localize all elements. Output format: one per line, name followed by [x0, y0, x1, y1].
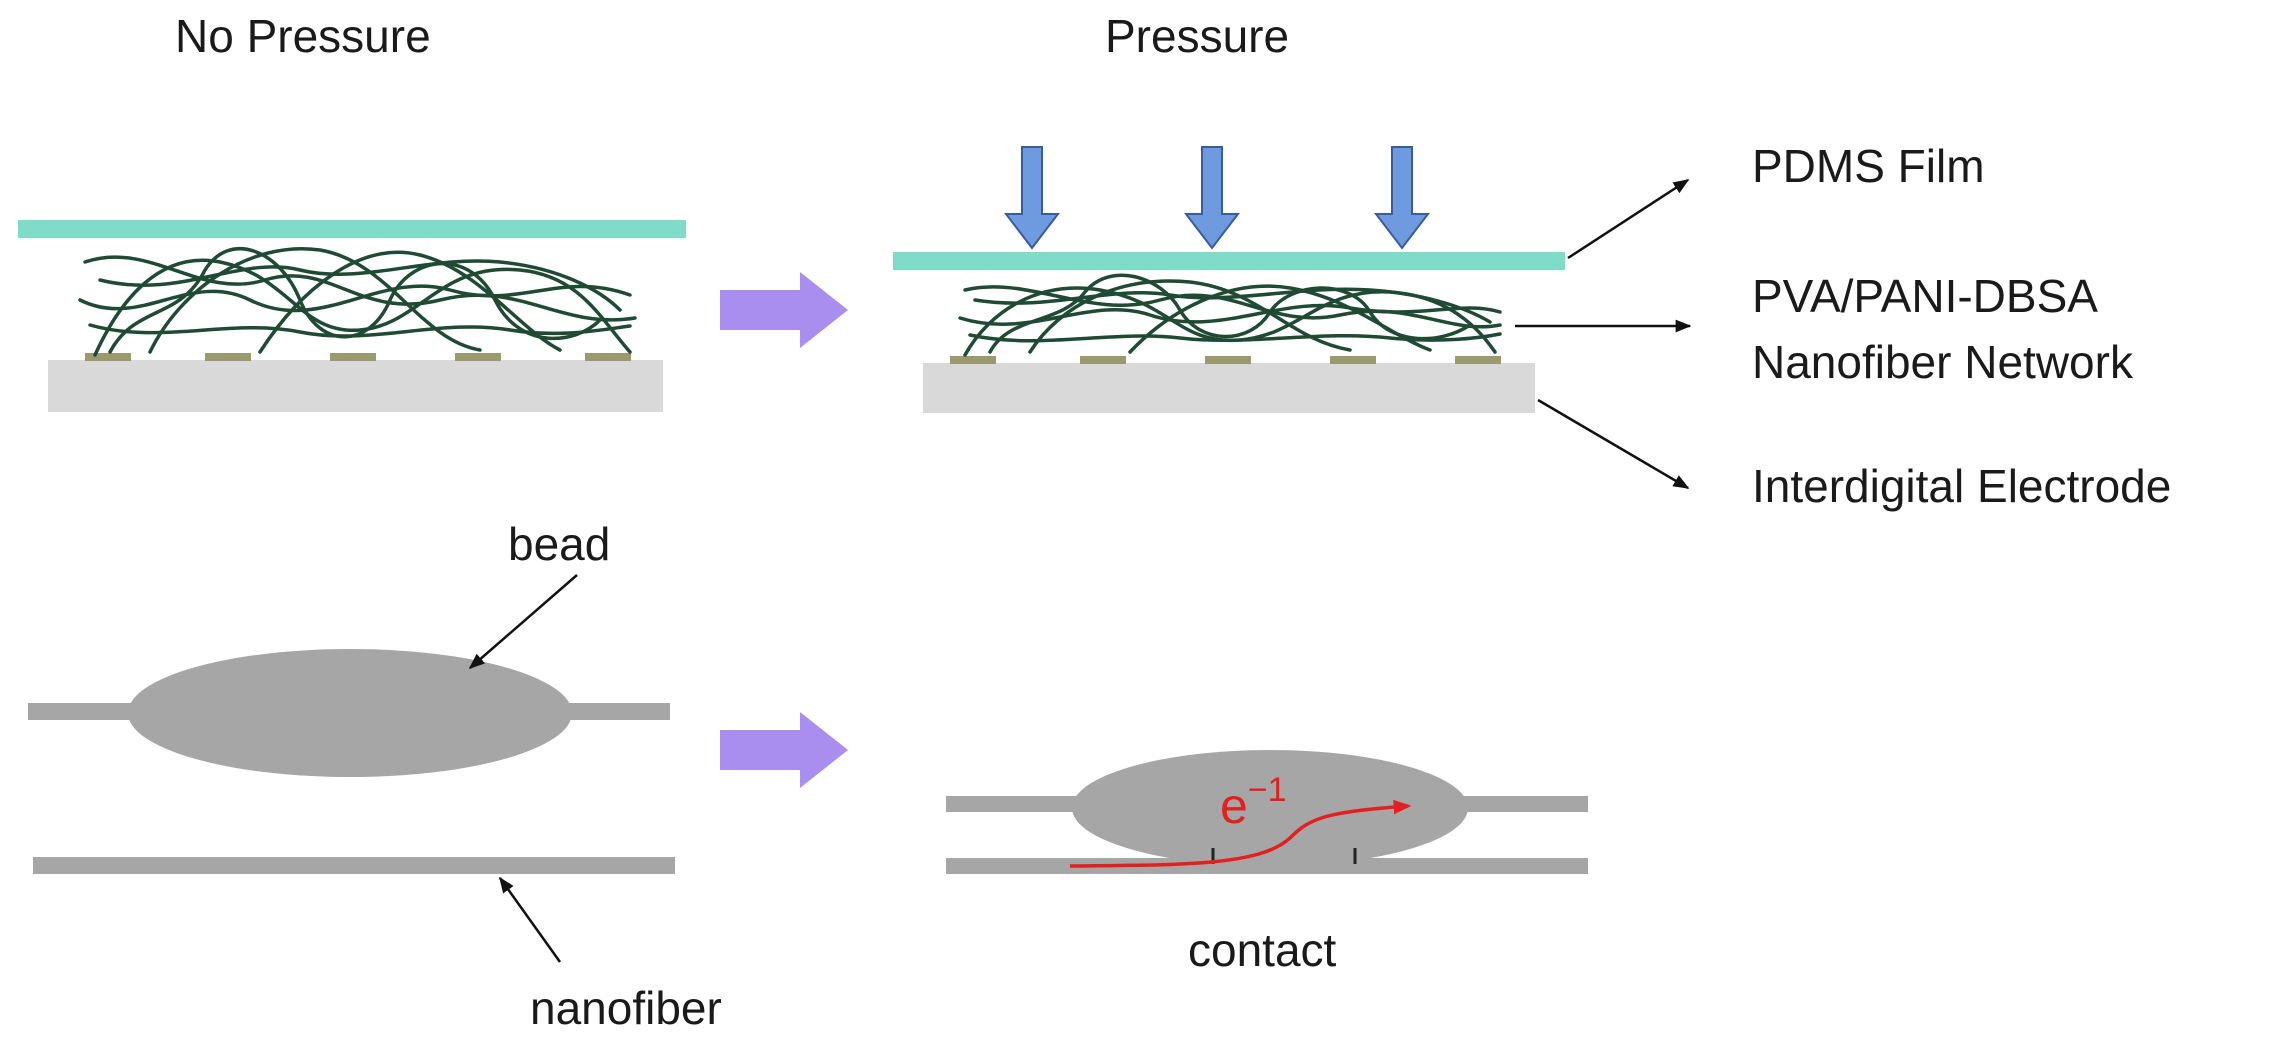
bead-left [128, 649, 572, 777]
label-electrode: Interdigital Electrode [1752, 460, 2171, 512]
electron-symbol: e [1220, 778, 1248, 834]
electrode-pads-right [950, 356, 1501, 364]
nanofiber-leader [498, 876, 562, 963]
electron-label: e−1 [1220, 771, 1287, 834]
electrode-pad [950, 356, 996, 364]
pressure-arrows [1003, 146, 1431, 250]
bead-right [1072, 750, 1468, 866]
electrode-pad [85, 353, 131, 361]
label-pdms-film: PDMS Film [1752, 140, 1985, 192]
electrode-pad [1080, 356, 1126, 364]
electrode-pad [1205, 356, 1251, 364]
electrode-pad [1330, 356, 1376, 364]
substrate-left [48, 360, 663, 412]
substrate-right [923, 363, 1535, 413]
heading-pressure: Pressure [1105, 10, 1289, 62]
down-arrow-icon [1183, 146, 1241, 250]
pdms-film-right [893, 252, 1565, 270]
label-network-line2: Nanofiber Network [1752, 336, 2134, 388]
electrode-pad [330, 353, 376, 361]
pdms-film-left [18, 220, 686, 238]
electrode-pad [585, 353, 631, 361]
bead-model-left [28, 574, 675, 963]
down-arrow-icon [1373, 146, 1431, 250]
no-pressure-stack [18, 220, 686, 412]
nanofiber-network-right [958, 273, 1502, 357]
pressure-stack [893, 252, 1565, 413]
electrode-pads-left [85, 353, 631, 361]
electrode-pad [1455, 356, 1501, 364]
label-contact: contact [1188, 924, 1337, 976]
label-network-line1: PVA/PANI-DBSA [1752, 270, 2098, 322]
electron-path [1069, 799, 1412, 868]
nanofiber-lower-right [946, 858, 1588, 874]
right-arrow-icon [720, 712, 848, 788]
nanofiber-lower-left [33, 857, 675, 874]
nanofiber-network-left [78, 247, 637, 357]
bead-model-right [946, 750, 1588, 874]
down-arrow-icon [1003, 146, 1061, 250]
leader-lines [1515, 178, 1692, 490]
label-bead: bead [508, 518, 610, 570]
electrode-pad [205, 353, 251, 361]
electron-exponent: −1 [1248, 771, 1287, 809]
heading-no-pressure: No Pressure [175, 10, 431, 62]
pdms-leader [1567, 178, 1690, 260]
bead-leader [468, 574, 578, 670]
right-arrow-icon [720, 272, 848, 348]
electrode-leader [1537, 398, 1690, 490]
label-nanofiber: nanofiber [530, 982, 722, 1034]
electrode-pad [455, 353, 501, 361]
